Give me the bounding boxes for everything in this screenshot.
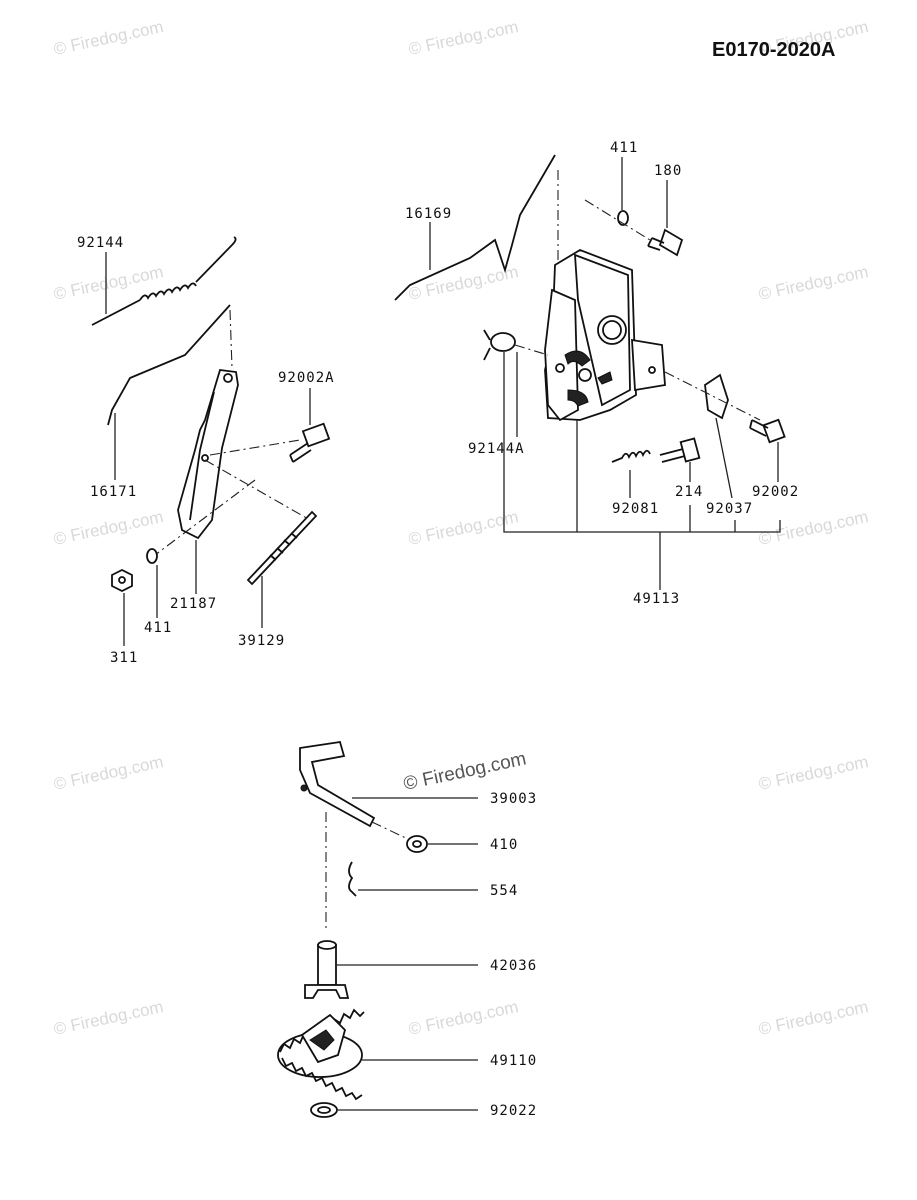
label-92002: 92002 (752, 484, 799, 500)
label-554: 554 (490, 883, 518, 899)
watermark: © Firedog.com (52, 752, 165, 794)
label-39129: 39129 (238, 633, 285, 649)
label-410: 410 (490, 837, 518, 853)
washer-410 (406, 835, 428, 853)
clip-92037 (704, 373, 729, 420)
bolt-180 (647, 228, 684, 257)
watermark: © Firedog.com (757, 507, 870, 549)
bolt-92002A (289, 422, 331, 463)
watermark: © Firedog.com (52, 997, 165, 1039)
nut-311 (111, 568, 133, 593)
watermark: © Firedog.com (407, 17, 520, 59)
label-39003: 39003 (490, 791, 537, 807)
drawing-code: E0170-2020A (712, 39, 835, 61)
watermark: © Firedog.com (52, 17, 165, 59)
governor-shaft-39003 (299, 740, 376, 828)
label-49110: 49110 (490, 1053, 537, 1069)
spring-92081 (611, 449, 651, 463)
label-180: 180 (654, 163, 682, 179)
bracket-49113 (544, 249, 666, 422)
label-92002A: 92002A (278, 370, 335, 386)
watermark: © Firedog.com (757, 262, 870, 304)
clip-554 (348, 861, 357, 897)
rod-16171 (107, 304, 231, 426)
washer-92022 (310, 1102, 338, 1118)
left-assembly (91, 236, 331, 646)
spring-pin-39129 (246, 510, 318, 586)
label-16171: 16171 (90, 484, 137, 500)
label-92144: 92144 (77, 235, 124, 251)
label-92081: 92081 (612, 501, 659, 517)
label-411-right: 411 (610, 140, 638, 156)
watermark: © Firedog.com (52, 507, 165, 549)
label-21187: 21187 (170, 596, 217, 612)
watermark: © Firedog.com (757, 752, 870, 794)
watermark: © Firedog.com (407, 262, 520, 304)
label-16169: 16169 (405, 206, 452, 222)
label-42036: 42036 (490, 958, 537, 974)
spring-92144 (91, 236, 237, 326)
label-214: 214 (675, 484, 703, 500)
washer-411-left (146, 548, 158, 564)
rod-16169 (394, 154, 556, 301)
label-411-left: 411 (144, 620, 172, 636)
screw-214 (659, 437, 701, 463)
bottom-assembly (277, 740, 478, 1118)
watermark-center: © Firedog.com (402, 748, 529, 795)
right-assembly (394, 154, 786, 590)
lever-21187 (177, 369, 239, 540)
label-92037: 92037 (706, 501, 753, 517)
watermark: © Firedog.com (407, 997, 520, 1039)
label-92144A: 92144A (468, 441, 525, 457)
label-92022: 92022 (490, 1103, 537, 1119)
governor-gear-49110 (277, 1008, 365, 1101)
watermarks: © Firedog.com © Firedog.com © Firedog.co… (52, 17, 870, 1039)
watermark: © Firedog.com (757, 997, 870, 1039)
label-311: 311 (110, 650, 138, 666)
watermark: © Firedog.com (407, 507, 520, 549)
label-49113: 49113 (633, 591, 680, 607)
bushing-92144A (483, 329, 516, 361)
governor-sleeve-42036 (304, 940, 350, 999)
bolt-92002 (749, 418, 786, 444)
